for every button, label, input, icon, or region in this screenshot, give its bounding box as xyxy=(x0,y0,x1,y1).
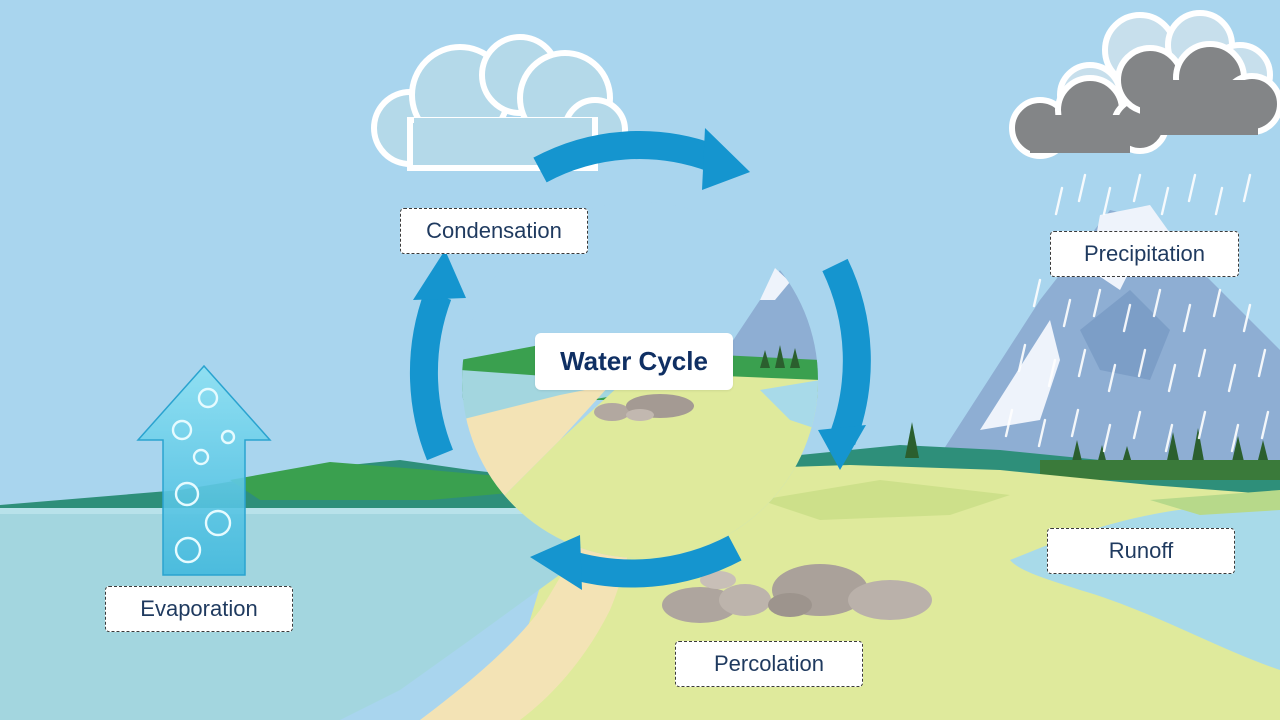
label-runoff: Runoff xyxy=(1047,528,1235,574)
label-condensation: Condensation xyxy=(400,208,588,254)
tree-line xyxy=(905,422,1280,480)
cycle-arrow-left xyxy=(409,290,454,461)
cycle-arrowheads xyxy=(413,128,866,590)
cycle-arrows xyxy=(409,131,871,588)
rain xyxy=(1004,173,1270,453)
cycle-arrow-bottom xyxy=(560,535,742,588)
rocks-large xyxy=(662,564,932,623)
label-percolation: Percolation xyxy=(675,641,863,687)
label-precipitation: Precipitation xyxy=(1050,231,1239,277)
label-evaporation: Evaporation xyxy=(105,586,293,632)
diagram-title: Water Cycle xyxy=(535,333,733,390)
center-vignette xyxy=(462,202,818,558)
sea xyxy=(0,508,600,720)
rocks-small xyxy=(594,394,694,421)
up-arrow-icon xyxy=(136,364,272,576)
cycle-arrow-top xyxy=(533,131,717,183)
cycle-arrow-right xyxy=(822,258,871,446)
